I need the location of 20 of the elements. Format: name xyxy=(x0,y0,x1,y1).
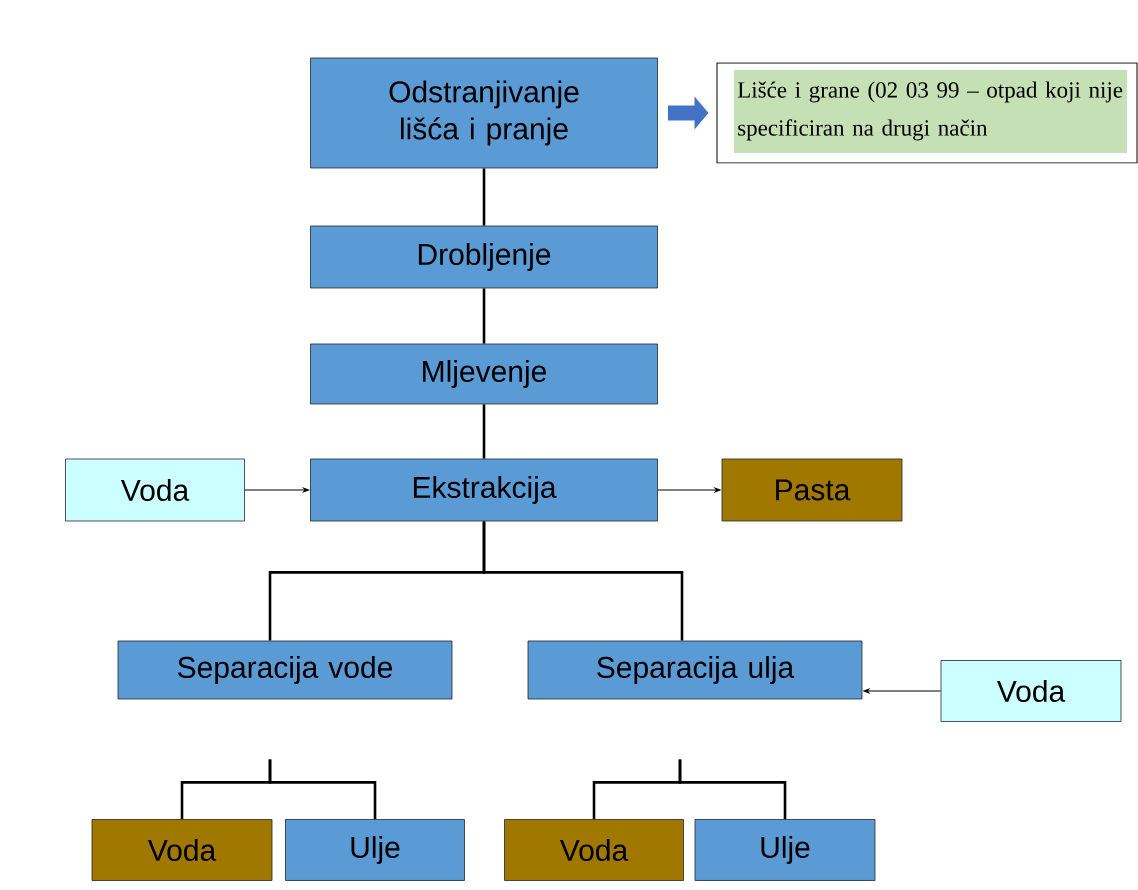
connector-line xyxy=(268,759,377,820)
process-box: Ekstrakcija xyxy=(310,458,658,522)
connector-line xyxy=(482,521,684,641)
process-box: Odstranjivanje lišća i pranje xyxy=(310,57,658,169)
process-box: Separacija ulja xyxy=(527,640,863,700)
connector-line xyxy=(482,168,486,226)
output-box: Voda xyxy=(504,819,684,881)
output-box: Ulje xyxy=(285,819,465,881)
output-box: Pasta xyxy=(721,458,903,522)
input-box: Voda xyxy=(65,458,245,522)
output-box: Ulje xyxy=(694,819,876,881)
connector-line xyxy=(482,404,486,459)
process-box: Drobljenje xyxy=(310,225,658,289)
output-box: Voda xyxy=(91,819,273,881)
process-box: Separacija vode xyxy=(117,640,453,700)
connector-line xyxy=(678,759,787,820)
input-box: Voda xyxy=(940,660,1122,722)
connector-line xyxy=(482,288,486,344)
waste-note-box: Lišće i grane (02 03 99 – otpad koji nije specificiran na drugi način xyxy=(716,62,1138,164)
process-box: Mljevenje xyxy=(310,343,658,405)
